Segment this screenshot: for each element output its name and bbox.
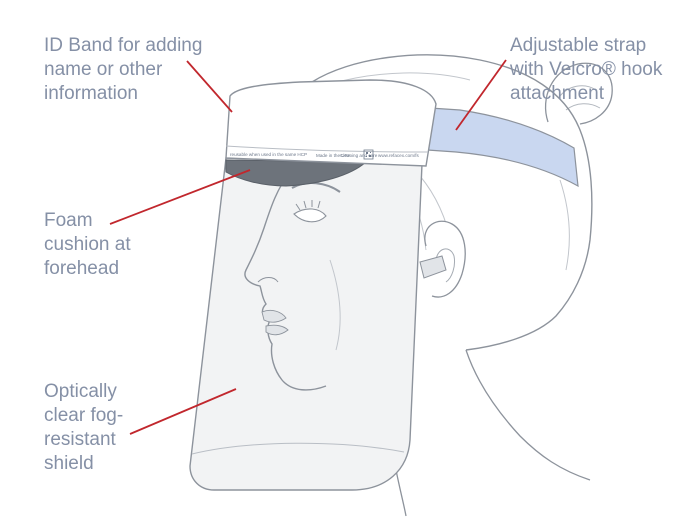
band-print-3: Cleaning and care	[340, 153, 378, 158]
label-adjustable-strap: Adjustable strap with Velcro® hook attac…	[510, 34, 662, 106]
qr-code	[363, 149, 374, 160]
label-foam-line: cushion at	[44, 234, 131, 255]
ear-strap-clip	[419, 255, 447, 279]
id-band-edge	[225, 145, 429, 153]
label-foam-line: forehead	[44, 258, 120, 279]
label-strap-line: Adjustable strap	[510, 35, 647, 56]
hair-bun	[544, 62, 613, 125]
qr-code-pattern	[366, 152, 371, 157]
label-shield-line: resistant	[44, 429, 116, 450]
ear	[424, 220, 466, 298]
label-shield-line: shield	[44, 453, 94, 474]
label-id-band-line: ID Band for adding	[44, 35, 203, 56]
label-id-band-line: information	[44, 83, 138, 104]
lips	[261, 309, 289, 336]
label-shield-line: clear fog-	[44, 405, 124, 426]
label-id-band: ID Band for adding name or other informa…	[44, 34, 202, 106]
eyebrow	[291, 182, 341, 193]
band-print-4: www.refacex.com/fs	[378, 153, 420, 158]
id-band	[225, 79, 437, 167]
band-print-2: Made in the USA	[316, 153, 352, 158]
eye	[293, 208, 327, 223]
label-shield-line: Optically	[44, 381, 117, 402]
label-strap-line: with Velcro® hook	[510, 59, 663, 80]
face-profile	[244, 171, 327, 391]
leader-line-shield	[129, 388, 237, 435]
clear-shield	[189, 157, 423, 491]
foam-cushion	[225, 159, 368, 187]
label-id-band-line: name or other	[44, 59, 163, 80]
nape-outline	[465, 349, 591, 481]
leader-line-id-band	[186, 60, 233, 113]
hair-strands	[329, 72, 570, 271]
eyelashes	[295, 200, 321, 211]
shield-bottom-edge	[191, 442, 405, 455]
ear-inner	[435, 248, 455, 283]
label-foam-line: Foam	[44, 210, 93, 231]
cheek-line	[329, 259, 341, 351]
band-print-1: reusable when used in the same HCP	[230, 152, 307, 157]
label-strap-line: attachment	[510, 83, 604, 104]
nostril	[257, 277, 279, 283]
leader-line-foam	[109, 169, 251, 225]
label-foam-cushion: Foam cushion at forehead	[44, 209, 131, 281]
label-clear-shield: Optically clear fog- resistant shield	[44, 380, 123, 476]
head-outline	[311, 54, 593, 351]
leader-line-strap	[455, 59, 507, 131]
